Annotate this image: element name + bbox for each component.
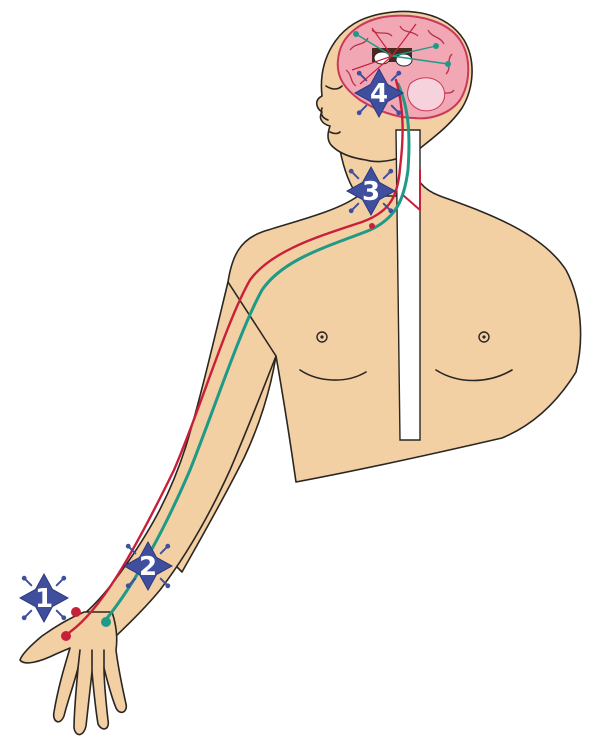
cortex-node: [353, 31, 359, 37]
receptor-ending: [61, 631, 71, 641]
dendrite-knob: [396, 71, 401, 76]
dendrite-knob: [349, 208, 354, 213]
dendrite-knob: [388, 169, 393, 174]
neuron-2: 2: [124, 542, 172, 590]
dendrite-knob: [388, 208, 393, 213]
synapse-node: [369, 223, 375, 229]
dendrite-knob: [22, 615, 27, 620]
arm: [84, 282, 276, 640]
cerebellum: [408, 78, 445, 111]
dendrite-knob: [61, 615, 66, 620]
neuron-4: 4: [355, 69, 403, 117]
dendrite-knob: [357, 110, 362, 115]
ventricle-right: [396, 54, 412, 66]
dendrite-knob: [396, 110, 401, 115]
neuron-label: 1: [35, 584, 53, 614]
receptor-ending: [101, 617, 111, 627]
neuron-label: 2: [139, 552, 157, 582]
dendrite-knob: [61, 576, 66, 581]
dendrite-knob: [165, 544, 170, 549]
receptor-ending: [71, 607, 81, 617]
dendrite-knob: [126, 544, 131, 549]
neuron-3: 3: [347, 167, 395, 215]
neuron-label: 4: [370, 79, 388, 109]
left-nipple-center: [320, 335, 323, 338]
cortex-node: [445, 61, 451, 67]
dendrite-knob: [349, 169, 354, 174]
dendrite-knob: [126, 583, 131, 588]
dendrite-knob: [357, 71, 362, 76]
dendrite-knob: [165, 583, 170, 588]
neuron-1: 1: [20, 574, 68, 622]
neuron-label: 3: [362, 177, 380, 207]
dendrite-knob: [22, 576, 27, 581]
right-nipple-center: [482, 335, 485, 338]
cortex-node: [433, 43, 439, 49]
